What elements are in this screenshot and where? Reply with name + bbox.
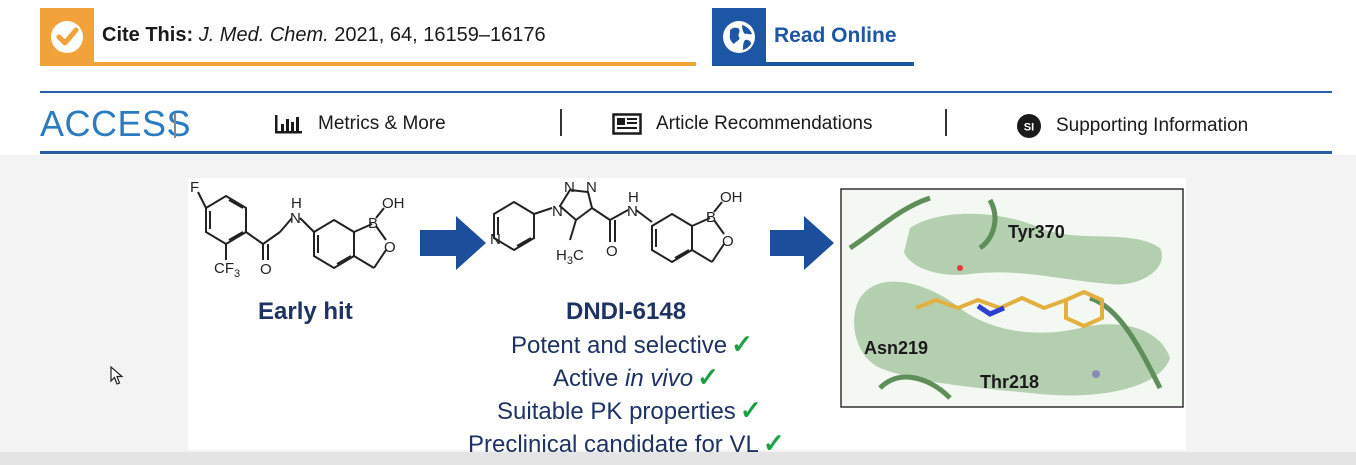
checkmark-icon: ✓: [762, 428, 785, 458]
access-divider: [174, 113, 176, 138]
read-online-label: Read Online: [774, 24, 897, 47]
atom-f: F: [190, 179, 199, 196]
tab-article-recommendations[interactable]: Article Recommendations: [612, 113, 872, 135]
atom-h: H: [628, 189, 639, 206]
atom-methyl: H3C: [556, 247, 584, 267]
residue-label: Tyr370: [1008, 222, 1065, 242]
read-online-button[interactable]: Read Online: [712, 8, 914, 66]
access-bar-top-border: [40, 91, 1332, 93]
graphical-abstract: F H N O B OH O CF3 Early hit: [188, 178, 1186, 458]
atom-n: N: [290, 210, 301, 227]
early-hit-structure: F H N O B OH O CF3: [190, 179, 405, 280]
atom-n: N: [627, 203, 638, 220]
residue-label: Thr218: [980, 372, 1039, 392]
checkmark-icon: ✓: [731, 329, 753, 359]
atom-pyridine-n: N: [490, 231, 501, 248]
check-icon: [40, 8, 94, 66]
access-label: ACCESS: [40, 103, 192, 144]
tab-divider: [560, 109, 562, 136]
access-bar-bottom-border: [40, 151, 1332, 154]
atom-b: B: [706, 209, 716, 226]
atom-o: O: [606, 243, 618, 260]
tab-metrics-label: Metrics & More: [318, 113, 446, 134]
checkmark-icon: ✓: [739, 395, 762, 425]
page-footer-band: [0, 452, 1356, 465]
mouse-cursor-icon: [110, 366, 124, 385]
tab-supporting-information[interactable]: SI Supporting Information: [1016, 113, 1248, 139]
tab-metrics-and-more[interactable]: Metrics & More: [274, 113, 446, 135]
compound-name-early-hit: Early hit: [258, 298, 353, 325]
cite-underline: [94, 62, 696, 66]
read-online-underline: [766, 62, 914, 66]
atom-triazole-n1: N: [564, 179, 575, 196]
atom-h: H: [291, 195, 302, 212]
property-line: Suitable PK properties✓: [497, 395, 762, 425]
si-badge-text: SI: [1024, 122, 1034, 134]
article-header: [0, 0, 1356, 155]
atom-oh: OH: [720, 189, 743, 206]
atom-ring-o: O: [384, 239, 396, 256]
globe-icon: [712, 8, 766, 66]
atom-triazole-n3: N: [552, 203, 563, 220]
cite-label: Cite This:: [102, 24, 194, 46]
journal-name: J. Med. Chem.: [198, 24, 329, 46]
property-line: Active in vivo✓: [553, 362, 719, 392]
property-line: Potent and selective✓: [511, 329, 753, 359]
arrow-right-icon: [420, 216, 486, 270]
citation-text: Cite This: J. Med. Chem. 2021, 64, 16159…: [102, 24, 546, 47]
tab-divider: [945, 109, 947, 136]
compound-name-dndi-6148: DNDI-6148: [566, 298, 687, 325]
arrow-right-icon: [770, 216, 834, 270]
si-badge-icon: SI: [1017, 114, 1041, 138]
newspaper-icon: [612, 113, 642, 135]
dndi-6148-structure: N N N N H N O B OH O H3C: [490, 179, 743, 267]
atom-b: B: [368, 215, 378, 232]
cite-this-button[interactable]: Cite This: J. Med. Chem. 2021, 64, 16159…: [40, 8, 696, 66]
binding-site-image: Tyr370 Asn219 Thr218: [840, 188, 1184, 408]
tab-supporting-label: Supporting Information: [1056, 115, 1249, 136]
atom-oh: OH: [382, 195, 405, 212]
atom-triazole-n2: N: [586, 179, 597, 196]
residue-label: Asn219: [864, 338, 928, 358]
atom-o: O: [260, 261, 272, 278]
tab-recommendations-label: Article Recommendations: [656, 113, 873, 134]
atom-cf3: CF3: [214, 260, 240, 280]
bar-chart-icon: [275, 115, 302, 134]
checkmark-icon: ✓: [697, 362, 719, 392]
citation-details: 2021, 64, 16159–16176: [334, 24, 546, 46]
atom-ring-o: O: [722, 233, 734, 250]
